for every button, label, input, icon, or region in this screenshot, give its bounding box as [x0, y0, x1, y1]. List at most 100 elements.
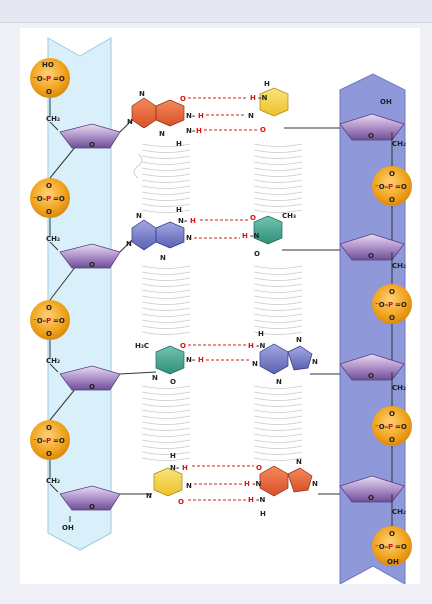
stacking-line	[141, 307, 191, 311]
svg-text:N: N	[146, 492, 152, 500]
left-sugar-2: O	[59, 243, 121, 269]
stacking-line	[141, 179, 191, 183]
svg-text:N: N	[276, 378, 282, 386]
svg-text:⁻O–: ⁻O–	[375, 183, 389, 191]
svg-text:⁻O–: ⁻O–	[33, 75, 47, 83]
svg-text:O: O	[260, 126, 266, 134]
svg-text:P: P	[46, 317, 51, 325]
left-strand-bonds	[49, 98, 77, 522]
stacking-line	[141, 173, 191, 177]
svg-text:N: N	[186, 482, 192, 490]
svg-text:N: N	[296, 458, 302, 466]
stacking-line	[253, 451, 303, 455]
svg-text:–N: –N	[256, 342, 266, 350]
svg-text:OH: OH	[387, 558, 399, 566]
svg-text:=O: =O	[53, 195, 65, 203]
svg-text:H: H	[258, 330, 264, 338]
svg-text:O: O	[89, 503, 95, 511]
stacking-line	[253, 283, 303, 287]
svg-text:–N: –N	[256, 496, 266, 504]
stacking-line	[141, 197, 191, 201]
stacking-line	[141, 397, 191, 401]
base-pair-1: N N N O N– H N– H H H –N H N O	[127, 80, 289, 148]
svg-text:O: O	[368, 252, 374, 260]
stacking-line	[141, 439, 191, 443]
svg-text:⁻O–: ⁻O–	[33, 437, 47, 445]
stacking-line	[253, 295, 303, 299]
svg-text:O: O	[170, 378, 176, 386]
left-phosphate-4: O ⁻O– P =O O	[30, 420, 70, 460]
stacking-line	[253, 197, 303, 201]
stacking-line	[253, 167, 303, 171]
stacking-line	[253, 277, 303, 281]
right-phosphate-3: O ⁻O– P =O O	[372, 406, 412, 446]
svg-text:CH₃: CH₃	[282, 212, 296, 220]
svg-text:=O: =O	[395, 301, 407, 309]
stacking-line	[141, 149, 191, 153]
svg-text:–N: –N	[252, 480, 262, 488]
stacking-line	[141, 143, 191, 147]
stacking-line	[141, 161, 191, 165]
svg-text:=O: =O	[53, 437, 65, 445]
ch2-label-right-3: CH₂	[392, 384, 406, 392]
stacking-line	[253, 209, 303, 213]
right-phosphate-2: O ⁻O– P =O O	[372, 284, 412, 324]
stacking-line	[253, 325, 303, 329]
svg-text:N: N	[139, 90, 145, 98]
stacking-line	[141, 421, 191, 425]
stacking-line	[141, 209, 191, 213]
svg-text:N–: N–	[186, 127, 196, 135]
left-phosphate-3: O ⁻O– P =O O	[30, 300, 70, 340]
svg-text:H: H	[264, 80, 270, 88]
stacking-line	[141, 451, 191, 455]
stacking-line	[141, 271, 191, 275]
svg-text:H: H	[198, 112, 204, 120]
top-bar	[0, 0, 432, 23]
svg-text:O: O	[178, 498, 184, 506]
svg-text:HO: HO	[42, 61, 54, 69]
stacking-line	[141, 433, 191, 437]
stacking-line	[141, 409, 191, 413]
stacking-line	[141, 295, 191, 299]
svg-text:OH: OH	[380, 98, 392, 106]
stacking-line	[253, 161, 303, 165]
svg-text:O: O	[368, 494, 374, 502]
svg-text:O: O	[389, 288, 395, 296]
stacking-line	[253, 319, 303, 323]
right-sugar-1: O OH	[339, 98, 405, 141]
stacking-line	[253, 289, 303, 293]
stacking-line	[253, 385, 303, 389]
svg-text:N: N	[312, 358, 318, 366]
left-phosphate-2: O ⁻O– P =O O	[30, 178, 70, 218]
stacking-line	[253, 173, 303, 177]
svg-text:N: N	[186, 234, 192, 242]
ch2-label-left-2: CH₂	[46, 235, 60, 243]
stacking-line	[141, 191, 191, 195]
stacking-lines-group	[141, 143, 303, 461]
svg-text:O: O	[368, 132, 374, 140]
svg-text:N–: N–	[170, 464, 180, 472]
stacking-line	[253, 191, 303, 195]
svg-text:N: N	[127, 118, 133, 126]
svg-text:O: O	[389, 530, 395, 538]
svg-text:N: N	[126, 240, 132, 248]
svg-text:N–: N–	[178, 217, 188, 225]
stacking-line	[253, 427, 303, 431]
svg-text:N: N	[160, 254, 166, 262]
svg-text:H: H	[248, 496, 254, 504]
svg-text:O: O	[254, 250, 260, 258]
right-sugar-3: O	[339, 353, 405, 381]
svg-text:O: O	[180, 342, 186, 350]
svg-text:O: O	[46, 208, 52, 216]
svg-text:P: P	[46, 195, 51, 203]
left-phosphate-1: HO ⁻O– P =O O	[30, 58, 70, 98]
svg-text:H: H	[244, 480, 250, 488]
stacking-line	[141, 415, 191, 419]
oh-bottom-left: OH	[62, 524, 74, 532]
svg-text:H: H	[190, 217, 196, 225]
ch2-label-right-1: CH₂	[392, 140, 406, 148]
svg-text:N: N	[136, 212, 142, 220]
ch2-label-right-2: CH₂	[392, 262, 406, 270]
stacking-line	[253, 265, 303, 269]
svg-text:O: O	[46, 450, 52, 458]
